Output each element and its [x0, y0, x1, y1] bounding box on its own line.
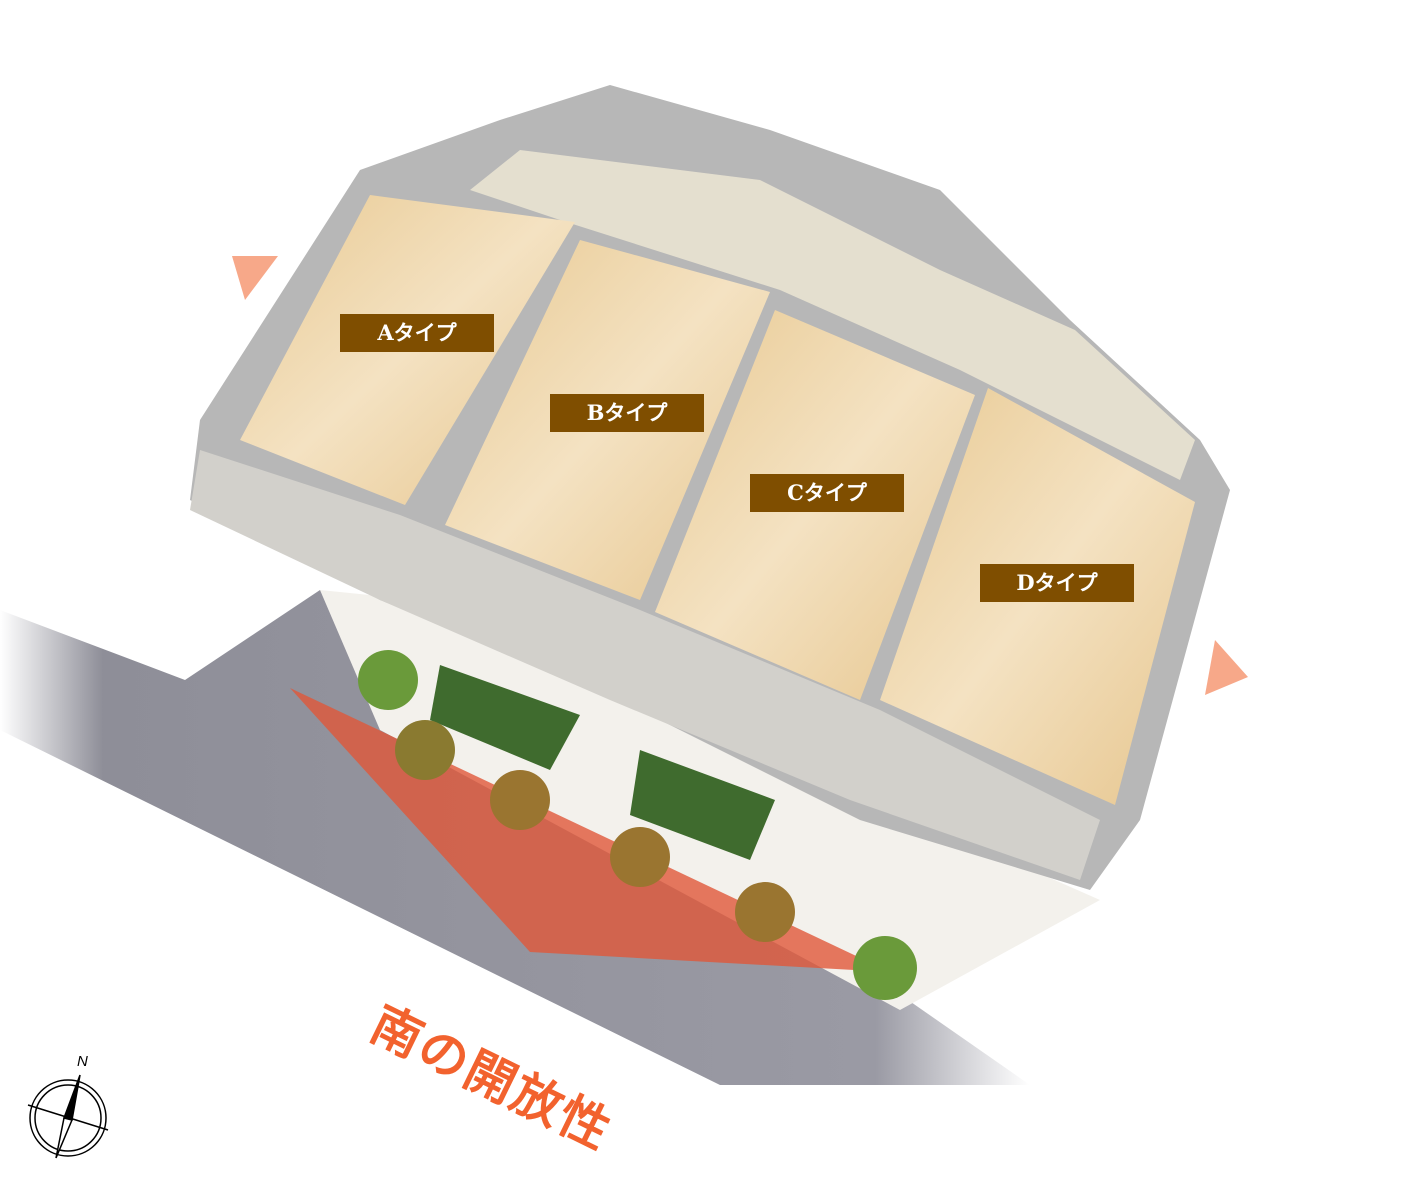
trees [358, 650, 917, 1000]
planter [630, 750, 775, 860]
planter [430, 665, 580, 770]
unit-a-label: Aタイプ [340, 314, 494, 352]
compass-icon [27, 1074, 109, 1159]
tree [853, 936, 917, 1000]
tree [610, 827, 670, 887]
tree [395, 720, 455, 780]
unit-c-label: Cタイプ [750, 474, 904, 512]
corridor [470, 150, 1195, 480]
tree [490, 770, 550, 830]
tree [735, 882, 795, 942]
west-triangle-marker [232, 256, 278, 300]
compass-north-label: N [77, 1053, 88, 1070]
unit-b-label: Bタイプ [550, 394, 704, 432]
east-triangle-marker [1205, 640, 1248, 695]
tree [358, 650, 418, 710]
unit-d-label: Dタイプ [980, 564, 1134, 602]
balcony-strip [190, 450, 1100, 880]
